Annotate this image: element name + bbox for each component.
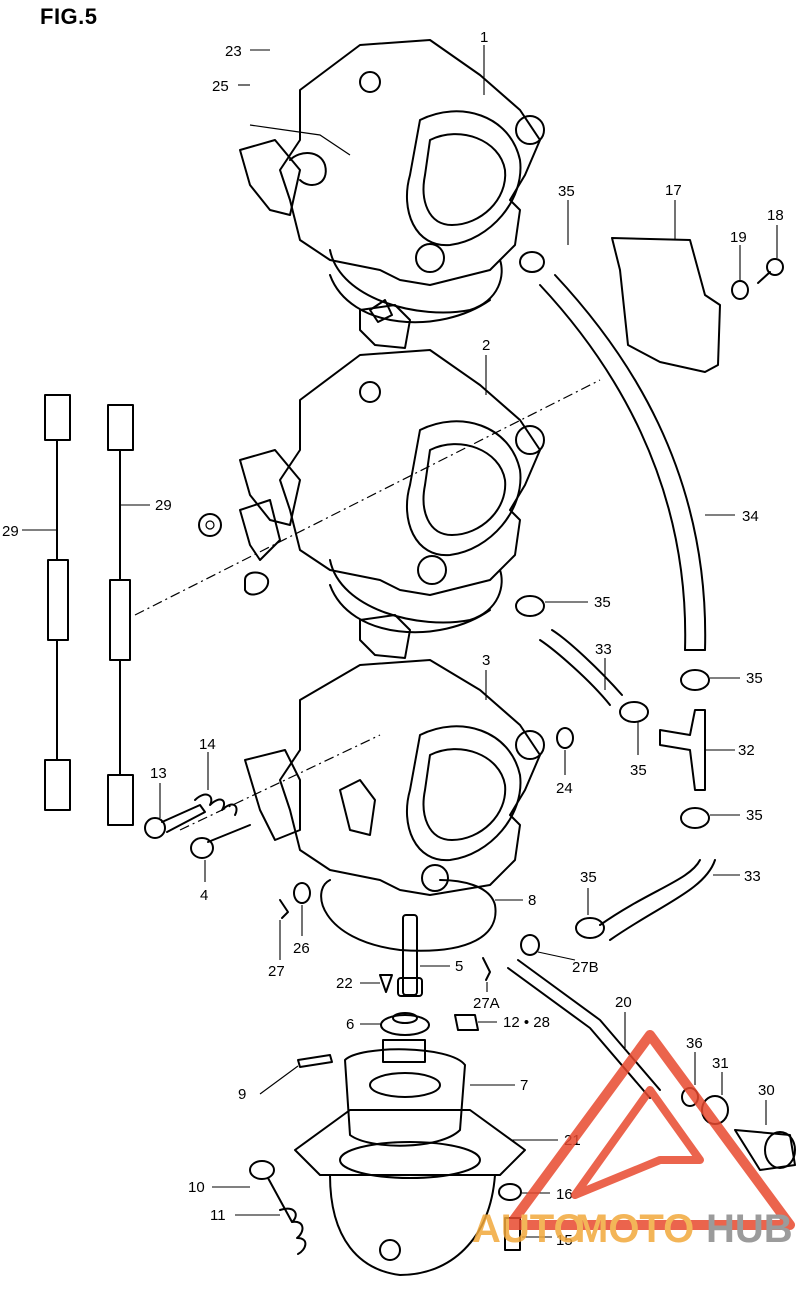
washer-27b xyxy=(520,934,540,956)
callout-17: 17 xyxy=(665,182,682,199)
linkage-rod-29-left xyxy=(44,394,71,811)
callout-7: 7 xyxy=(520,1077,528,1094)
carburetor-3 xyxy=(244,659,574,896)
callout-23: 23 xyxy=(225,43,242,60)
callout-33-upper: 33 xyxy=(595,641,612,658)
callout-15: 15 xyxy=(556,1232,573,1249)
callout-35-right-lower: 35 xyxy=(746,807,763,824)
spring-11 xyxy=(279,1207,307,1255)
knob-30 xyxy=(734,1129,796,1171)
washer-19 xyxy=(731,280,749,300)
center-lines xyxy=(134,379,601,831)
hose-33-upper xyxy=(539,629,623,706)
callout-16: 16 xyxy=(556,1186,573,1203)
clip-27a xyxy=(482,957,491,981)
carburetor-2 xyxy=(198,349,545,659)
callout-35-tee: 35 xyxy=(630,762,647,779)
callout-29-left: 29 xyxy=(2,523,19,540)
callout-32: 32 xyxy=(738,742,755,759)
choke-rod-20 xyxy=(507,959,661,1099)
callout-18: 18 xyxy=(767,207,784,224)
drain-screw-16 xyxy=(498,1183,522,1201)
callout-9: 9 xyxy=(238,1086,246,1103)
callout-35-mid: 35 xyxy=(594,594,611,611)
callout-27b: 27B xyxy=(572,959,599,976)
callout-8: 8 xyxy=(528,892,536,909)
linkage-rod-29-right xyxy=(107,404,134,826)
callout-22: 22 xyxy=(336,975,353,992)
callout-35-top: 35 xyxy=(558,183,575,200)
clip-27 xyxy=(279,899,289,919)
callout-27: 27 xyxy=(268,963,285,980)
pin-9 xyxy=(297,1054,333,1068)
bolt-18 xyxy=(757,258,784,284)
float-needle-5 xyxy=(397,914,423,997)
screw-13 xyxy=(144,804,206,839)
callout-5: 5 xyxy=(455,958,463,975)
callout-35-right-upper: 35 xyxy=(746,670,763,687)
callout-34: 34 xyxy=(742,508,759,525)
needle-seat-22 xyxy=(379,974,393,993)
callout-25: 25 xyxy=(212,78,229,95)
watermark-moto: MOTO xyxy=(575,1207,694,1251)
callout-10: 10 xyxy=(188,1179,205,1196)
callout-20: 20 xyxy=(615,994,632,1011)
carburetor-1 xyxy=(239,39,545,349)
callout-35-bottom: 35 xyxy=(580,869,597,886)
tee-joint-32 xyxy=(659,709,706,791)
watermark-auto: AUTO xyxy=(472,1207,585,1251)
callout-30: 30 xyxy=(758,1082,775,1099)
callout-12-28: 12 • 28 xyxy=(503,1014,550,1031)
callout-13: 13 xyxy=(150,765,167,782)
float-7 xyxy=(344,1039,466,1147)
callout-14: 14 xyxy=(199,736,216,753)
callout-29-right: 29 xyxy=(155,497,172,514)
screw-12-28 xyxy=(454,1014,479,1031)
callout-11: 11 xyxy=(210,1207,226,1224)
cover-17 xyxy=(611,237,721,373)
callout-19: 19 xyxy=(730,229,747,246)
callout-26: 26 xyxy=(293,940,310,957)
callout-36: 36 xyxy=(686,1035,703,1052)
callout-4: 4 xyxy=(200,887,208,904)
callout-3: 3 xyxy=(482,652,490,669)
callout-24: 24 xyxy=(556,780,573,797)
hose-33-lower xyxy=(599,859,716,941)
washer-6 xyxy=(380,1012,430,1036)
spring-14 xyxy=(194,793,238,816)
callouts: 1 2 3 4 5 6 7 8 9 10 11 12 • 28 13 14 15… xyxy=(2,29,784,1249)
hose-34 xyxy=(539,274,707,651)
callout-2: 2 xyxy=(482,337,490,354)
callout-33-lower: 33 xyxy=(744,868,761,885)
washer-26 xyxy=(293,882,311,904)
hose-clips-35 xyxy=(515,251,710,939)
callout-6: 6 xyxy=(346,1016,354,1033)
figure-title: FIG.5 xyxy=(40,4,98,29)
float-bowl-21 xyxy=(294,1109,526,1276)
screw-4 xyxy=(190,824,251,859)
automotohub-watermark: AUTO MOTO HUB xyxy=(472,1030,795,1251)
callout-31: 31 xyxy=(712,1055,729,1072)
screw-10 xyxy=(249,1160,293,1223)
watermark-hub: HUB xyxy=(706,1207,793,1251)
callout-1: 1 xyxy=(480,29,488,46)
float-gasket-8 xyxy=(320,879,497,952)
callout-27a: 27A xyxy=(473,995,500,1012)
